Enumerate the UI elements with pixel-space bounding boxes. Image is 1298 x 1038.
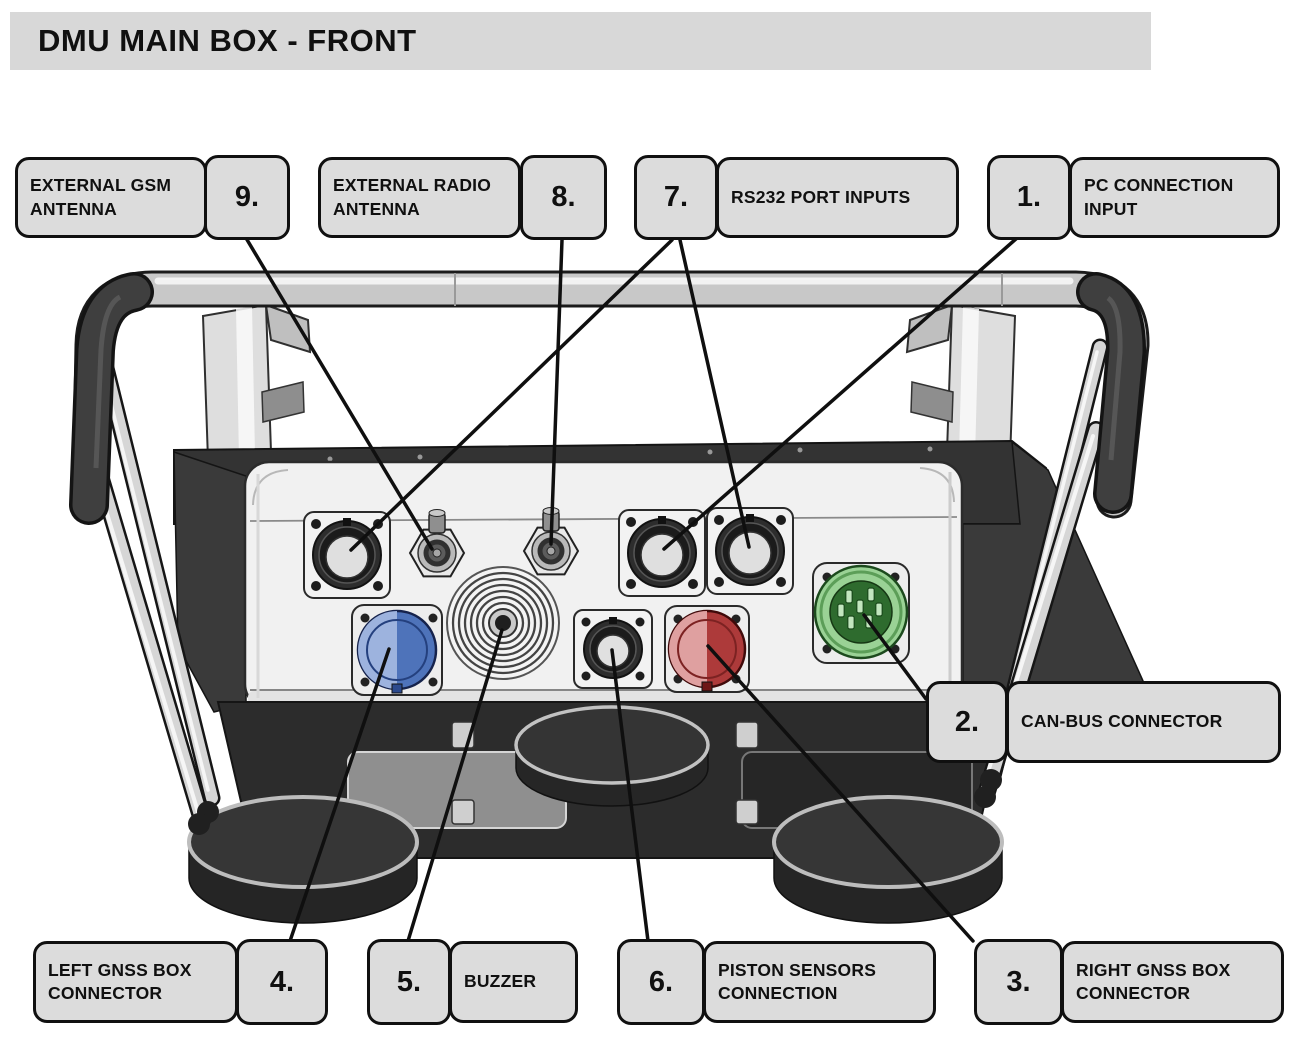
callout-number-3: 3.: [974, 939, 1063, 1025]
left-foot: [187, 795, 419, 924]
callout-number-2: 2.: [926, 681, 1008, 763]
callout-line-5: [406, 628, 504, 943]
callout-lines: [244, 236, 1019, 943]
buzzer: [446, 566, 560, 680]
callout-number-6: 6.: [617, 939, 705, 1025]
right-mounting-bracket: [905, 303, 1017, 462]
callout-number-5: 5.: [367, 939, 451, 1025]
callout-line-9: [244, 236, 434, 551]
callout-label-3: RIGHT GNSS BOX CONNECTOR: [1061, 941, 1284, 1023]
callout-label-6: PISTON SENSORS CONNECTION: [703, 941, 936, 1023]
left-mounting-bracket: [201, 303, 312, 462]
callout-line-3: [706, 644, 975, 943]
callout-number-8: 8.: [520, 155, 607, 240]
callout-line-1: [662, 236, 1019, 551]
can-bus-connector: [812, 562, 910, 664]
callout-label-9: EXTERNAL GSM ANTENNA: [15, 157, 207, 238]
callout-line-2: [862, 613, 928, 701]
callout-label-8: EXTERNAL RADIO ANTENNA: [318, 157, 521, 238]
callout-number-4: 4.: [236, 939, 328, 1025]
callout-line-6: [610, 648, 650, 943]
right-handle-grip: [1076, 272, 1146, 514]
callout-line-8: [549, 238, 564, 546]
center-foot: [514, 705, 710, 807]
callout-label-2: CAN-BUS CONNECTOR: [1006, 681, 1281, 763]
left-handle-grip: [69, 272, 154, 525]
callout-number-1: 1.: [987, 155, 1071, 240]
callout-label-7: RS232 PORT INPUTS: [716, 157, 959, 238]
piston-sensors-connector: [573, 609, 653, 689]
callout-number-7: 7.: [634, 155, 718, 240]
left-gnss-box-connector: [351, 604, 443, 696]
callout-number-9: 9.: [204, 155, 290, 240]
callout-label-5: BUZZER: [449, 941, 578, 1023]
callout-label-1: PC CONNECTION INPUT: [1069, 157, 1280, 238]
callout-line-7b: [678, 238, 751, 549]
callout-line-7a: [349, 238, 674, 552]
callout-line-4: [288, 647, 391, 943]
right-foot: [772, 795, 1004, 924]
page-title: DMU MAIN BOX - FRONT: [10, 12, 1151, 70]
callout-label-4: LEFT GNSS BOX CONNECTOR: [33, 941, 238, 1023]
rs232-port-connector-right: [706, 507, 794, 595]
